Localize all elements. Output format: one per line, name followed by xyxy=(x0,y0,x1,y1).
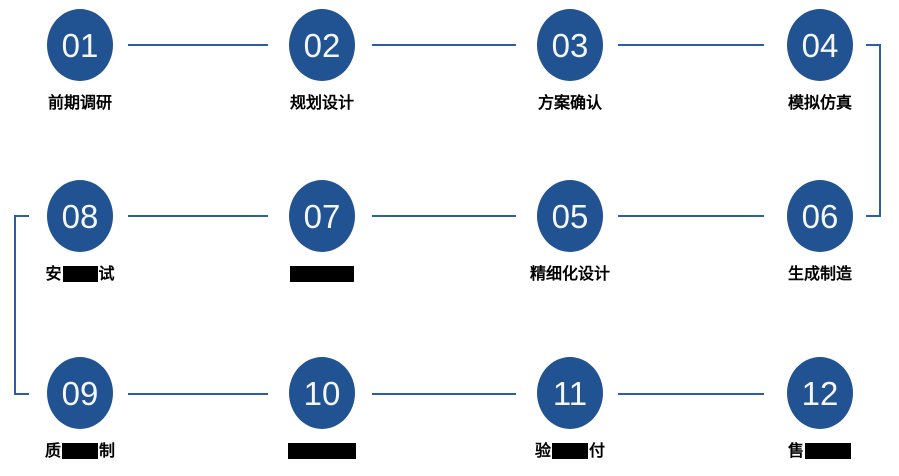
connector-11-12 xyxy=(618,393,764,395)
step-06-circle: 06 xyxy=(787,180,853,252)
connector-08-07 xyxy=(128,215,268,217)
step-04: 04 模拟仿真 xyxy=(760,9,880,114)
step-12-number: 12 xyxy=(801,374,839,412)
step-09-label-right: 制 xyxy=(99,443,116,460)
connector-07-05 xyxy=(372,215,516,217)
step-08-label-left: 安 xyxy=(45,266,62,283)
redaction-box xyxy=(62,442,98,459)
step-09-number: 09 xyxy=(61,374,99,412)
step-10-label xyxy=(262,442,382,462)
connector-06-elbow-bottom xyxy=(866,215,881,217)
connector-09-elbow-bottom xyxy=(14,393,29,395)
step-12-circle: 12 xyxy=(787,357,853,429)
redaction-box xyxy=(290,265,354,282)
step-03-label: 方案确认 xyxy=(537,95,602,112)
step-11-label-left: 验 xyxy=(534,443,551,460)
step-03-circle: 03 xyxy=(537,9,603,81)
connector-05-06 xyxy=(618,215,764,217)
step-02: 02 规划设计 xyxy=(262,9,382,114)
step-09-circle: 09 xyxy=(47,357,113,429)
step-10-circle: 10 xyxy=(289,357,355,429)
step-10-number: 10 xyxy=(303,374,341,412)
step-08-circle: 08 xyxy=(47,180,113,252)
connector-01-02 xyxy=(128,44,268,46)
step-10: 10 xyxy=(262,357,382,462)
step-11-number: 11 xyxy=(552,374,588,412)
redaction-box xyxy=(288,442,356,459)
step-08-label: 安试 xyxy=(20,265,140,285)
step-05: 05 精细化设计 xyxy=(510,180,630,285)
connector-10-11 xyxy=(372,393,516,395)
step-12-label: 售 xyxy=(760,442,880,462)
step-09: 09 质制 xyxy=(20,357,140,462)
connector-03-04 xyxy=(618,44,764,46)
step-07-label xyxy=(262,265,382,285)
redaction-box xyxy=(805,442,851,459)
step-11-label: 验付 xyxy=(510,442,630,462)
step-09-label-left: 质 xyxy=(44,443,61,460)
step-12-label-left: 售 xyxy=(787,443,804,460)
step-07-circle: 07 xyxy=(289,180,355,252)
step-09-label: 质制 xyxy=(20,442,140,462)
step-11: 11 验付 xyxy=(510,357,630,462)
step-08-label-right: 试 xyxy=(98,266,115,283)
step-02-label: 规划设计 xyxy=(289,95,354,112)
connector-09-10 xyxy=(128,393,268,395)
step-08: 08 安试 xyxy=(20,180,140,285)
connector-08-elbow-top xyxy=(14,215,29,217)
step-11-circle: 11 xyxy=(537,357,603,429)
step-01: 01 前期调研 xyxy=(20,9,140,114)
step-06-label: 生成制造 xyxy=(787,266,852,283)
step-04-circle: 04 xyxy=(787,9,853,81)
step-08-number: 08 xyxy=(61,197,99,235)
step-07: 07 xyxy=(262,180,382,285)
step-06: 06 生成制造 xyxy=(760,180,880,285)
step-07-number: 07 xyxy=(303,197,341,235)
step-01-circle: 01 xyxy=(47,9,113,81)
redaction-box xyxy=(62,265,98,282)
connector-04-06-vertical xyxy=(879,44,881,217)
step-12: 12 售 xyxy=(760,357,880,462)
step-01-label: 前期调研 xyxy=(47,95,112,112)
step-02-number: 02 xyxy=(303,26,341,64)
step-05-label: 精细化设计 xyxy=(529,266,610,283)
step-03: 03 方案确认 xyxy=(510,9,630,114)
connector-04-elbow-top xyxy=(866,44,881,46)
step-04-label: 模拟仿真 xyxy=(787,95,852,112)
step-03-number: 03 xyxy=(551,26,589,64)
step-05-number: 05 xyxy=(551,197,589,235)
step-11-label-right: 付 xyxy=(589,443,606,460)
step-05-circle: 05 xyxy=(537,180,603,252)
redaction-box xyxy=(552,442,588,459)
step-01-number: 01 xyxy=(61,26,99,64)
step-04-number: 04 xyxy=(801,26,839,64)
step-06-number: 06 xyxy=(801,197,839,235)
connector-02-03 xyxy=(372,44,516,46)
step-02-circle: 02 xyxy=(289,9,355,81)
connector-08-09-vertical xyxy=(14,215,16,395)
